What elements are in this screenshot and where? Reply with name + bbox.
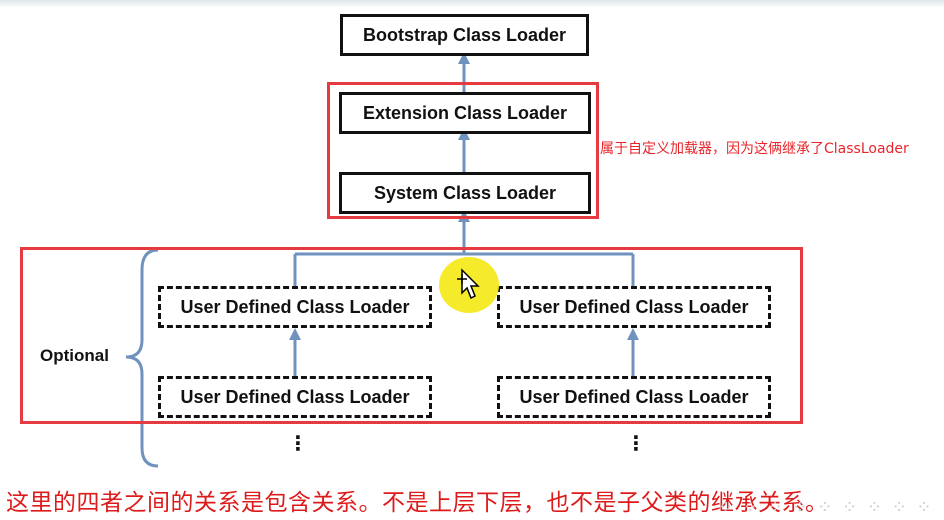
user-defined-loader-box-top-right: User Defined Class Loader bbox=[497, 286, 771, 328]
user-defined-loader-label: User Defined Class Loader bbox=[180, 386, 410, 407]
relationship-caption: 这里的四者之间的关系是包含关系。不是上层下层，也不是子父类的继承关系。 bbox=[6, 490, 829, 516]
custom-loader-highlight-frame bbox=[327, 82, 599, 219]
bootstrap-class-loader-box: Bootstrap Class Loader bbox=[340, 14, 589, 56]
top-strip bbox=[0, 0, 944, 8]
user-defined-loader-label: User Defined Class Loader bbox=[519, 296, 749, 317]
move-cursor-icon bbox=[457, 268, 480, 300]
watermark: ⁘ ⁘ ⁘ ⁘ ⁘ ⁘ ⁘ ⁘ ⁘ bbox=[718, 497, 934, 518]
ellipsis-left: ⋮ bbox=[288, 431, 308, 455]
ellipsis-right: ⋮ bbox=[626, 431, 646, 455]
bootstrap-class-loader-label: Bootstrap Class Loader bbox=[362, 24, 567, 45]
extension-class-loader-box: Extension Class Loader bbox=[339, 92, 591, 134]
system-class-loader-box: System Class Loader bbox=[339, 172, 591, 214]
user-defined-loader-label: User Defined Class Loader bbox=[519, 386, 749, 407]
user-defined-loader-box-bottom-right: User Defined Class Loader bbox=[497, 376, 771, 418]
user-defined-highlight-frame bbox=[20, 247, 803, 424]
optional-label: Optional bbox=[40, 346, 109, 365]
user-defined-loader-label: User Defined Class Loader bbox=[180, 296, 410, 317]
user-defined-loader-box-top-left: User Defined Class Loader bbox=[158, 286, 432, 328]
user-defined-loader-box-bottom-left: User Defined Class Loader bbox=[158, 376, 432, 418]
system-class-loader-label: System Class Loader bbox=[373, 182, 557, 203]
custom-loader-note: 属于自定义加载器，因为这俩继承了ClassLoader bbox=[600, 141, 909, 157]
optional-brace bbox=[125, 248, 159, 468]
extension-class-loader-label: Extension Class Loader bbox=[362, 102, 568, 123]
